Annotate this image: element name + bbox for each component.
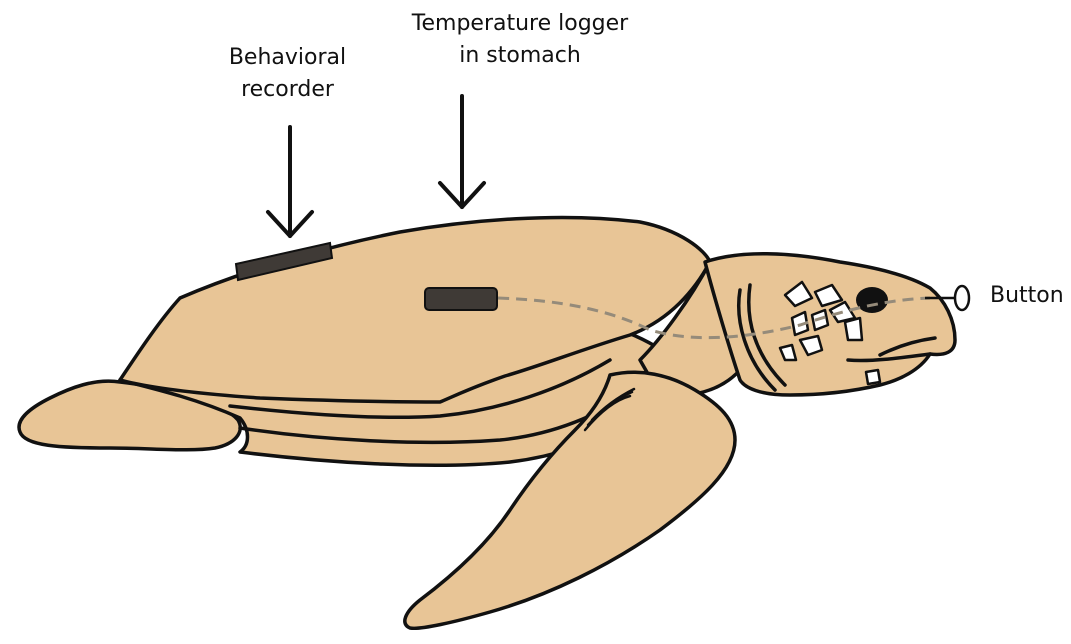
behavioral-recorder-label: Behavioral recorder	[200, 42, 375, 106]
head	[705, 254, 955, 395]
arrow-behavioral	[268, 127, 312, 236]
behavioral-recorder-label-line2: recorder	[200, 74, 375, 106]
button-label: Button	[990, 280, 1064, 312]
turtle-body	[19, 217, 955, 628]
arrow-temperature	[440, 96, 484, 207]
temperature-logger-label-line2: in stomach	[390, 40, 650, 72]
turtle-eye	[856, 287, 888, 313]
temperature-logger-device	[425, 288, 497, 310]
behavioral-recorder-label-line1: Behavioral	[200, 42, 375, 74]
temperature-logger-label: Temperature logger in stomach	[390, 8, 650, 72]
temperature-logger-label-line1: Temperature logger	[390, 8, 650, 40]
